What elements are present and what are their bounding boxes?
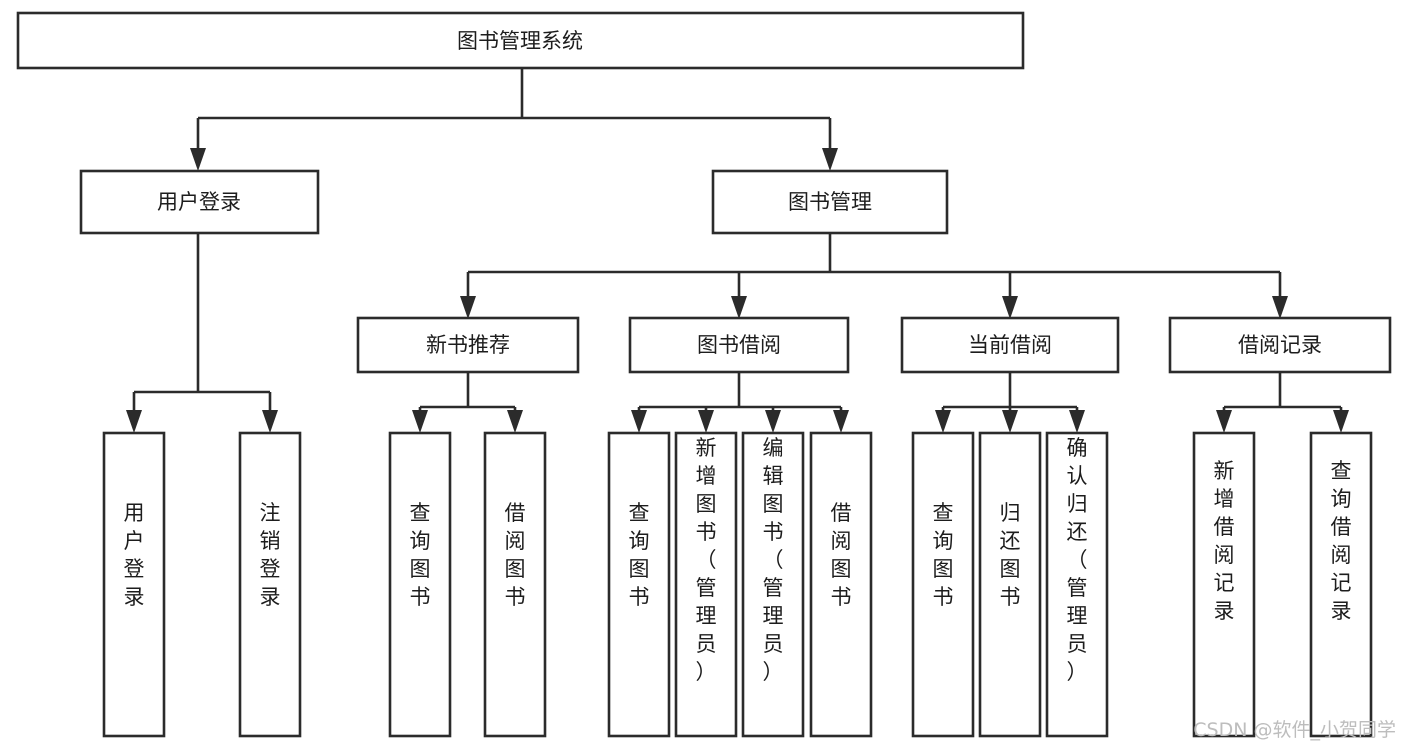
connector-group-root [190, 68, 838, 171]
node-leaf-query-book-3-box[interactable] [911, 431, 975, 738]
node-root-system-label: 图书管理系统 [457, 29, 583, 53]
node-leaf-edit-book-label: 编辑图书（管理员） [763, 436, 784, 684]
node-leaf-user-login-label: 用户登录 [124, 501, 145, 609]
arrow-head-new-book-rec [460, 296, 476, 319]
node-book-management[interactable]: 图书管理 [711, 169, 949, 235]
node-new-book-recommend-label: 新书推荐 [426, 333, 510, 357]
node-leaf-edit-book[interactable]: 编辑图书（管理员） [741, 431, 805, 738]
node-leaf-add-record-label: 新增借阅记录 [1214, 459, 1235, 623]
arrow-head-leaf-query-record [1333, 410, 1349, 433]
node-leaf-query-book-1-label: 查询图书 [410, 501, 431, 609]
node-user-login[interactable]: 用户登录 [79, 169, 320, 235]
node-book-management-label: 图书管理 [788, 190, 872, 214]
connector-group-user-login [126, 233, 278, 433]
node-borrow-record-box[interactable] [1168, 316, 1392, 374]
arrow-head-leaf-query-book-3 [935, 410, 951, 433]
node-book-borrow-box[interactable] [628, 316, 850, 374]
connector-group-book-mgmt [460, 233, 1288, 319]
node-leaf-query-record[interactable]: 查询借阅记录 [1309, 431, 1373, 738]
node-root-system-box[interactable] [16, 11, 1025, 70]
arrow-head-leaf-edit-book [765, 410, 781, 433]
connector-group-current-borrow [935, 372, 1085, 433]
node-leaf-logout[interactable]: 注销登录 [238, 431, 302, 738]
node-leaf-add-record-box[interactable] [1192, 431, 1256, 738]
connector-group-new-book-rec [412, 372, 523, 433]
node-leaf-user-login[interactable]: 用户登录 [102, 431, 166, 738]
node-leaf-borrow-book-2-box[interactable] [809, 431, 873, 738]
watermark-label: CSDN @软件_小贺同学 [1193, 719, 1396, 741]
node-current-borrow[interactable]: 当前借阅 [900, 316, 1120, 374]
arrow-head-leaf-user-login [126, 410, 142, 433]
arrow-head-leaf-add-record [1216, 410, 1232, 433]
node-leaf-query-book-3[interactable]: 查询图书 [911, 431, 975, 738]
arrow-head-leaf-borrow-book-1 [507, 410, 523, 433]
node-leaf-query-book-2[interactable]: 查询图书 [607, 431, 671, 738]
node-current-borrow-box[interactable] [900, 316, 1120, 374]
node-leaf-query-record-box[interactable] [1309, 431, 1373, 738]
node-borrow-record[interactable]: 借阅记录 [1168, 316, 1392, 374]
arrow-head-book-borrow [731, 296, 747, 319]
node-current-borrow-label: 当前借阅 [968, 333, 1052, 357]
node-leaf-borrow-book-2-label: 借阅图书 [831, 501, 852, 609]
node-leaf-borrow-book-1-label: 借阅图书 [505, 501, 526, 609]
node-leaf-edit-book-box[interactable] [741, 431, 805, 738]
node-leaf-query-book-3-label: 查询图书 [933, 501, 954, 609]
node-leaf-borrow-book-1-box[interactable] [483, 431, 547, 738]
node-leaf-confirm-return[interactable]: 确认归还（管理员） [1045, 431, 1109, 738]
node-book-borrow-label: 图书借阅 [697, 333, 781, 357]
connector-group-borrow-record [1216, 372, 1349, 433]
arrow-head-leaf-query-book-2 [631, 410, 647, 433]
node-leaf-return-book-box[interactable] [978, 431, 1042, 738]
node-leaf-add-record[interactable]: 新增借阅记录 [1192, 431, 1256, 738]
node-leaf-confirm-return-label: 确认归还（管理员） [1067, 436, 1088, 684]
node-leaf-query-book-1[interactable]: 查询图书 [388, 431, 452, 738]
node-leaf-add-book-label: 新增图书（管理员） [696, 436, 717, 684]
node-leaf-logout-label: 注销登录 [260, 501, 281, 609]
connector-group-book-borrow [631, 372, 849, 433]
arrow-head-book-mgmt [822, 148, 838, 171]
node-leaf-query-book-2-box[interactable] [607, 431, 671, 738]
node-leaf-query-record-label: 查询借阅记录 [1331, 459, 1352, 623]
node-leaf-borrow-book-1[interactable]: 借阅图书 [483, 431, 547, 738]
node-leaf-add-book[interactable]: 新增图书（管理员） [674, 431, 738, 738]
node-leaf-confirm-return-box[interactable] [1045, 431, 1109, 738]
arrow-head-leaf-return-book [1002, 410, 1018, 433]
arrow-head-user-login [190, 148, 206, 171]
node-root-system[interactable]: 图书管理系统 [16, 11, 1025, 70]
node-leaf-borrow-book-2[interactable]: 借阅图书 [809, 431, 873, 738]
arrow-head-current-borrow [1002, 296, 1018, 319]
node-leaf-user-login-box[interactable] [102, 431, 166, 738]
arrow-head-leaf-logout [262, 410, 278, 433]
node-leaf-return-book-label: 归还图书 [1000, 501, 1021, 609]
node-book-borrow[interactable]: 图书借阅 [628, 316, 850, 374]
arrow-head-borrow-record [1272, 296, 1288, 319]
node-user-login-label: 用户登录 [157, 190, 241, 214]
node-new-book-recommend-box[interactable] [356, 316, 580, 374]
node-new-book-recommend[interactable]: 新书推荐 [356, 316, 580, 374]
node-user-login-box[interactable] [79, 169, 320, 235]
node-borrow-record-label: 借阅记录 [1238, 333, 1322, 357]
node-leaf-return-book[interactable]: 归还图书 [978, 431, 1042, 738]
node-leaf-query-book-1-box[interactable] [388, 431, 452, 738]
node-leaf-add-book-box[interactable] [674, 431, 738, 738]
node-leaf-query-book-2-label: 查询图书 [629, 501, 650, 609]
arrow-head-leaf-add-book [698, 410, 714, 433]
arrow-head-leaf-query-book-1 [412, 410, 428, 433]
arrow-head-leaf-borrow-book-2 [833, 410, 849, 433]
node-book-management-box[interactable] [711, 169, 949, 235]
arrow-head-leaf-confirm-return [1069, 410, 1085, 433]
node-leaf-logout-box[interactable] [238, 431, 302, 738]
